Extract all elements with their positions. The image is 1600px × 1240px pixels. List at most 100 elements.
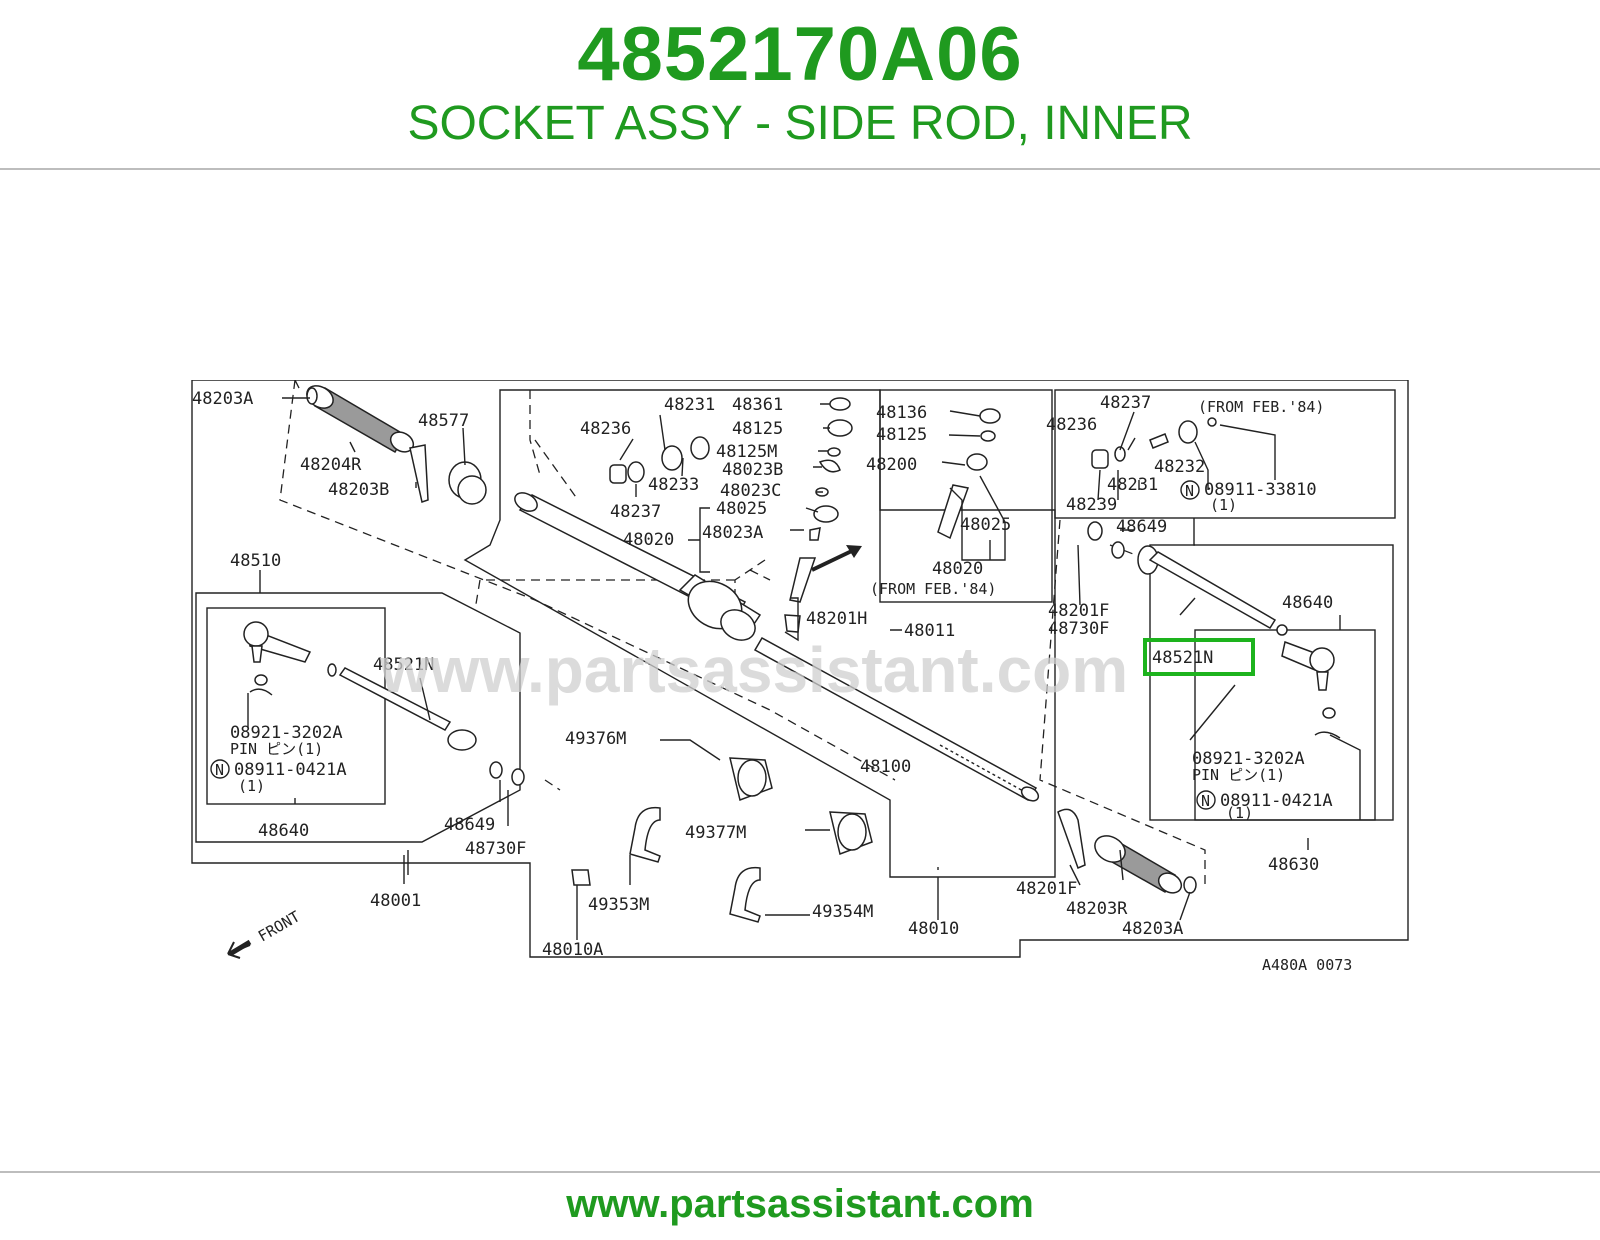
label-48011: 48011 [904,621,955,641]
label-from-feb-center: (FROM FEB.'84) [870,580,996,598]
label-48231-center: 48231 [664,395,715,415]
label-48640-right: 48640 [1282,593,1333,613]
clip-48201F [1057,808,1086,870]
tie-rod-end-left [243,621,312,696]
part-number-title: 4852170A06 [577,12,1023,97]
label-qty-top-right: (1) [1210,496,1237,514]
bushing-48577 [448,461,487,505]
page-header: 4852170A06 SOCKET ASSY - SIDE ROD, INNER [0,0,1600,170]
label-48630: 48630 [1268,855,1319,875]
label-48521N-left: 48521N [373,655,434,675]
label-48025-center: 48025 [716,499,767,519]
watermark: www.partsassistant.com [379,634,1128,706]
label-pin-right: PIN ピン(1) [1192,766,1285,784]
label-48204R: 48204R [300,455,362,475]
label-qty-left: (1) [238,777,265,795]
label-48236-center: 48236 [580,419,631,439]
n-mark-top-right [1180,480,1200,500]
label-48136: 48136 [876,403,927,423]
label-48125-inset: 48125 [876,425,927,445]
label-48233: 48233 [648,475,699,495]
n-mark-left-text: N [215,761,224,779]
mount-49376M [729,757,773,802]
label-48237-center: 48237 [610,502,661,522]
label-08911-right: 08911-0421A [1220,791,1333,811]
rack-bar-48100 [753,636,1040,802]
label-48001: 48001 [370,891,421,911]
label-48361: 48361 [732,395,783,415]
label-08911-left: 08911-0421A [234,760,347,780]
label-48203R: 48203R [1066,899,1128,919]
label-08921-right: 08921-3202A [1192,749,1305,769]
front-label: FRONT [255,907,303,945]
label-48239: 48239 [1066,495,1117,515]
ring-48203A-right [1183,876,1197,894]
label-49354M: 49354M [812,902,873,922]
label-48200: 48200 [866,455,917,475]
label-from-feb-right: (FROM FEB.'84) [1198,398,1324,416]
label-48510: 48510 [230,551,281,571]
arrow-head [846,545,862,558]
label-48577: 48577 [418,411,469,431]
label-48649-left: 48649 [444,815,495,835]
label-48236-right: 48236 [1046,415,1097,435]
label-48010A: 48010A [542,940,603,960]
label-49377M: 49377M [685,823,746,843]
tie-rod-right [1087,521,1288,636]
label-48201F-lower: 48201F [1016,879,1077,899]
label-48010: 48010 [908,919,959,939]
pinion-parts-center [609,397,853,633]
label-48201H: 48201H [806,609,867,629]
footer-url-link[interactable]: www.partsassistant.com [566,1182,1034,1226]
label-48237-right: 48237 [1100,393,1151,413]
label-qty-right: (1) [1226,804,1253,822]
label-49353M: 49353M [588,895,649,915]
header-divider [0,168,1600,170]
label-pin-left: PIN ピン(1) [230,740,323,758]
mount-49377M [829,811,873,856]
n-mark-right [1196,790,1216,810]
box-from-feb-right [1054,389,1396,519]
label-48203A-right: 48203A [1122,919,1183,939]
part-name-subtitle: SOCKET ASSY - SIDE ROD, INNER [407,97,1193,150]
label-48649-right: 48649 [1116,517,1167,537]
front-indicator: FRONT [227,907,303,959]
label-48020-center: 48020 [623,530,674,550]
label-48521N-right: 48521N [1152,648,1213,668]
bolt-48010A [571,869,591,886]
label-48025-inset: 48025 [960,515,1011,535]
box-from-feb-center [879,389,1053,603]
clamp-49353M [629,806,661,863]
boot-48204R [306,385,415,454]
label-48125M: 48125M [716,442,777,462]
diagram-frame [191,380,1409,958]
label-08921-left: 08921-3202A [230,723,343,743]
tie-rod-end-right [1281,640,1341,739]
label-48203B: 48203B [328,480,389,500]
clip-48203B [409,444,429,503]
label-48730F-right: 48730F [1048,619,1109,639]
n-mark-top-right-text: N [1185,482,1194,500]
parts-diagram: 48203A 48204R 48203B 48577 48510 48521N … [191,380,1409,974]
n-mark-left [210,759,230,779]
box-48510 [195,592,521,843]
leader-lines [247,397,1361,940]
boot-48203R [1094,835,1183,894]
label-48231-right: 48231 [1107,475,1158,495]
label-49376M: 49376M [565,729,626,749]
label-48023B: 48023B [722,460,783,480]
label-48100: 48100 [860,757,911,777]
label-08911-33810: 08911-33810 [1204,480,1317,500]
pinion-parts-right [1091,417,1217,469]
ring-48203A-left [306,387,318,405]
label-48203A-left: 48203A [192,389,253,409]
highlight-48521N [1143,638,1255,676]
clamp-49354M [729,866,761,923]
label-48020-inset: 48020 [932,559,983,579]
label-48125-center: 48125 [732,419,783,439]
label-48640-left: 48640 [258,821,309,841]
label-48201F-upper: 48201F [1048,601,1109,621]
box-48640-left [206,607,386,805]
n-mark-right-text: N [1201,792,1210,810]
label-48232: 48232 [1154,457,1205,477]
